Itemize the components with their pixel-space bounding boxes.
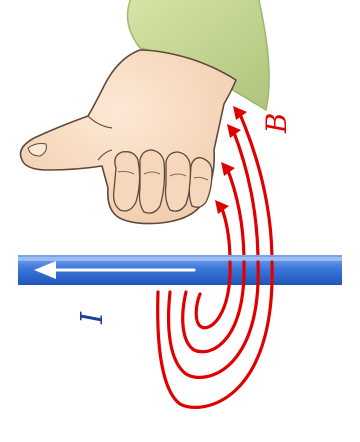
field-label: B (260, 113, 293, 135)
magnetic-field-lines-back (221, 112, 272, 262)
current-label: I (75, 311, 110, 325)
hand-icon (21, 50, 237, 224)
field-loop-1-back (221, 206, 230, 262)
